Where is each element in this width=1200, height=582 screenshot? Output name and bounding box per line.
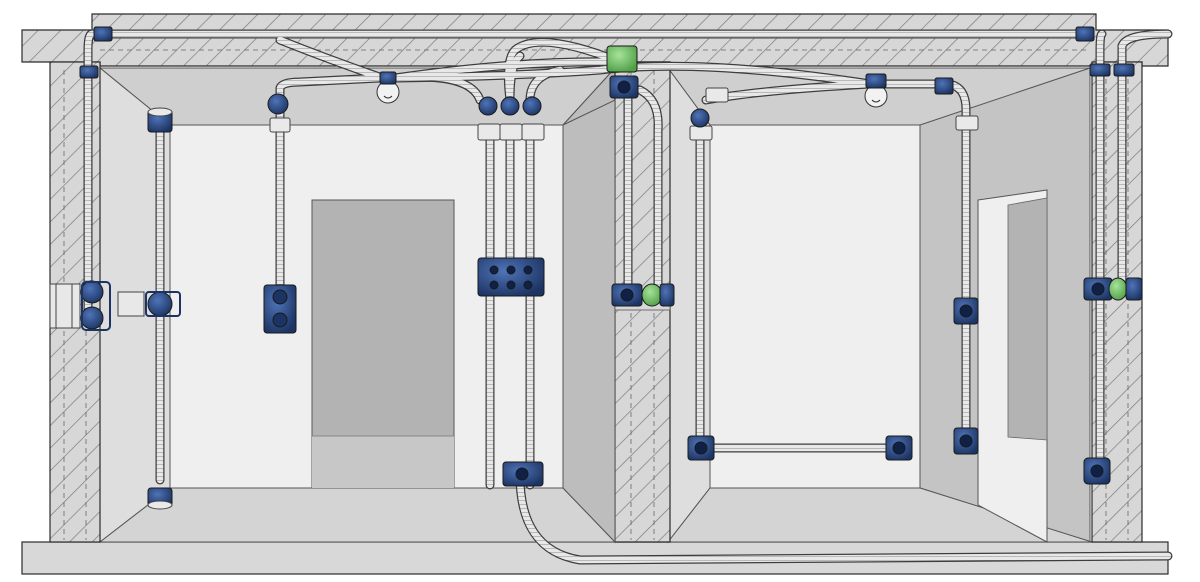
switch-boxes-left [49, 280, 111, 331]
junction-box-green [606, 45, 639, 99]
wall-drop-left [117, 107, 181, 510]
panel-icon [477, 96, 545, 297]
wall-drop-right [934, 77, 979, 455]
socket-pair-left [263, 93, 297, 334]
coupler-top-left [93, 26, 113, 42]
socket-pair-middle [611, 283, 675, 307]
lamp-outlet-icon [376, 71, 400, 104]
junction-box-icon [502, 461, 544, 487]
coupler-top-right [1075, 26, 1095, 42]
wall-drop-right-room [687, 87, 913, 461]
fittings [49, 26, 1143, 510]
conduits [83, 29, 1173, 565]
socket-pair-right [1083, 277, 1143, 485]
lamp-outlet-right [864, 73, 888, 108]
room-right [666, 66, 1094, 544]
